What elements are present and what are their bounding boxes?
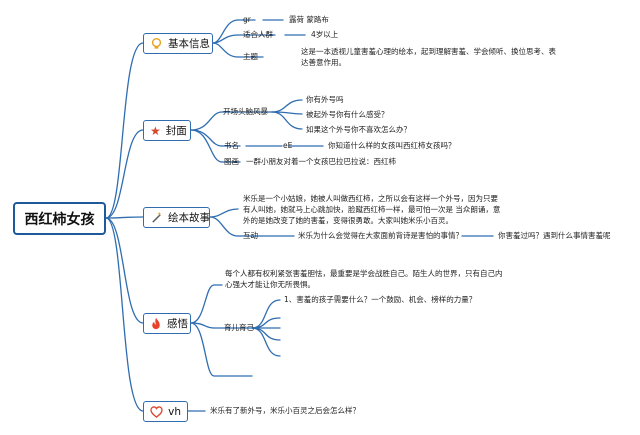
basic-age-key: 适合人群 (243, 30, 273, 39)
cover-question-2: 被起外号你有什么感受？ (306, 110, 389, 119)
cover-opening: 开场头脑风暴 (223, 107, 268, 116)
reflection-point-1: 1、害羞的孩子需要什么？一个鼓励、机会、榜样的力量？ (284, 295, 477, 304)
basic-gr-key: gr (243, 15, 251, 24)
story-interact: 互动 (243, 231, 258, 240)
star-icon: ★ (150, 123, 161, 138)
fire-icon (150, 317, 162, 331)
basic-gr-value: 露荷 蒙路布 (289, 15, 329, 24)
cover-picture-desc: 一群小朋友对着一个女孩巴拉巴拉说：西红柿 (246, 157, 396, 166)
cover-question-1: 你有外号吗 (306, 95, 344, 104)
basic-theme-key: 主题 (243, 52, 258, 61)
branch-reflection-label: 感悟 (167, 318, 188, 330)
basic-age-value: 4岁以上 (311, 30, 339, 39)
vh-question: 米乐有了新外号，米乐小百灵之后会怎么样？ (210, 406, 360, 415)
story-interact-question-2: 你害羞过吗？遇到什么事情害羞呢 (498, 231, 611, 240)
branch-basic-label: 基本信息 (168, 38, 210, 50)
branch-vh-label: vh (168, 405, 181, 418)
magic-wand-icon (150, 211, 163, 225)
cover-bookname: 书名 (224, 141, 239, 150)
branch-story-label: 绘本故事 (168, 212, 210, 224)
reflection-parenting: 育儿育己 (224, 323, 254, 332)
story-summary: 米乐是一个小姑娘，她被人叫做西红柿，之所以会有这样一个外号，因为只要有人叫她，她… (243, 194, 501, 225)
branch-vh[interactable]: vh (143, 401, 188, 422)
basic-theme-value: 这是一本透视儿童害羞心理的绘本，起到理解害羞、学会倾听、换位思考、表达善意作用。 (301, 47, 556, 67)
branch-basic-info[interactable]: 基本信息 (143, 33, 213, 54)
root-node[interactable]: 西红柿女孩 (13, 202, 106, 235)
cover-question-3: 如果这个外号你不喜欢怎么办？ (306, 125, 411, 134)
heart-icon (150, 405, 163, 419)
cover-ee: eE (283, 141, 293, 150)
story-interact-question: 米乐为什么会觉得在大家面前背诗是害怕的事情？ (298, 231, 463, 240)
cover-picture: 图画 (224, 157, 239, 166)
branch-cover-label: 封面 (165, 125, 187, 137)
lightbulb-icon (150, 37, 163, 51)
reflection-top: 每个人都有权利紧张害羞胆怯，最重要是学会战胜自己。陌生人的世界，只有自己内心强大… (225, 269, 503, 289)
cover-bookname-question: 你知道什么样的女孩叫西红柿女孩吗？ (328, 141, 456, 150)
branch-story[interactable]: 绘本故事 (143, 207, 210, 228)
branch-cover[interactable]: ★ 封面 (143, 120, 191, 141)
root-title: 西红柿女孩 (24, 211, 95, 228)
branch-reflection[interactable]: 感悟 (143, 313, 191, 334)
